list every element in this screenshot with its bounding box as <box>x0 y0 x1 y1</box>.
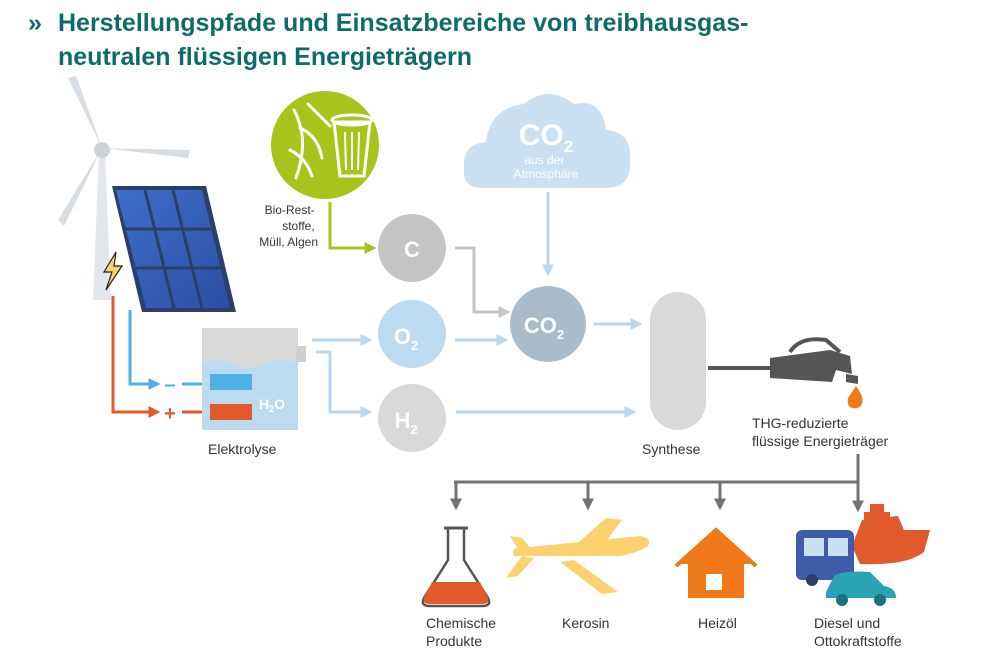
thg-label: THG-reduzierte flüssige Energieträger <box>752 415 889 449</box>
positive-wire <box>111 296 205 418</box>
synthese-label: Synthese <box>642 441 701 457</box>
bio-source-label: Bio-Rest- stoffe, Müll, Algen <box>259 203 318 249</box>
co2-cloud-icon <box>463 94 631 188</box>
house-icon <box>674 527 758 598</box>
elektrolyse-label: Elektrolyse <box>208 441 277 457</box>
o2-node-label: O2 <box>394 324 418 353</box>
chemie-label: Chemische Produkte <box>426 615 500 649</box>
bio-waste-icon <box>271 91 379 199</box>
negative-wire <box>128 310 205 390</box>
o2-node <box>378 300 446 368</box>
fuel-nozzle-icon <box>708 337 863 409</box>
diesel-label: Diesel und Ottokraftstoffe <box>814 615 902 649</box>
h2-node-label: H2 <box>394 408 417 437</box>
lightning-bolt-icon <box>102 251 124 291</box>
page-title: » Herstellungspfade und Einsatzbereiche … <box>28 6 749 74</box>
bio-to-c-arrow <box>328 202 377 254</box>
solar-panel-icon <box>112 186 236 312</box>
co2-node-label: CO2 <box>524 313 564 342</box>
c-to-co2-arrow <box>455 246 511 318</box>
co2-node <box>510 286 586 362</box>
heizoel-label: Heizöl <box>698 615 737 631</box>
synthese-reactor <box>650 292 706 430</box>
c-node-label: C <box>404 237 420 262</box>
title-line-2: neutralen flüssigen Energieträgern <box>58 43 472 71</box>
title-line-1: Herstellungspfade und Einsatzbereiche vo… <box>58 9 749 37</box>
minus-sign: – <box>164 374 175 396</box>
co2-cloud-caption: aus der Atmosphäre <box>514 153 579 181</box>
wind-turbine-icon <box>58 76 190 300</box>
c-node <box>378 214 446 282</box>
electrolysis-unit <box>202 328 306 430</box>
airplane-icon <box>506 518 649 594</box>
kerosin-label: Kerosin <box>562 615 609 631</box>
chemical-flask-icon <box>421 526 491 608</box>
co2-cloud-title: CO2 <box>519 119 573 156</box>
h2-node <box>378 384 446 452</box>
double-chevron-icon: » <box>28 9 42 37</box>
plus-sign: + <box>164 403 176 425</box>
h2o-label: H2O <box>259 396 285 414</box>
electrolysis-to-h2-arrow <box>316 350 373 418</box>
distribution-arrows <box>450 454 864 513</box>
vehicles-icon <box>796 504 930 606</box>
